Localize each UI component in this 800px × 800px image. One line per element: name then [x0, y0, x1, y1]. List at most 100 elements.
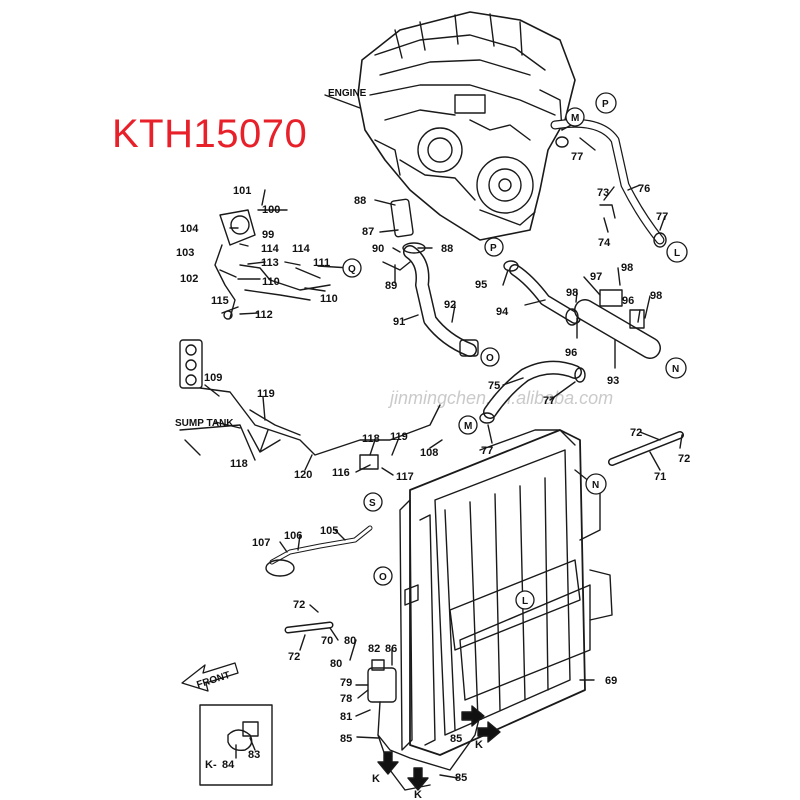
part-114b: 114 [292, 243, 311, 255]
part-109: 109 [204, 372, 222, 384]
part-85b: 85 [450, 733, 462, 745]
part-76: 76 [638, 183, 650, 195]
ref-marker-O-low: O [373, 566, 393, 586]
part-98c: 98 [650, 290, 662, 302]
svg-text:O: O [379, 572, 387, 583]
part-86: 86 [385, 643, 397, 655]
ref-K-dash: K- [205, 759, 217, 771]
svg-text:O: O [486, 353, 494, 364]
part-112: 112 [255, 309, 273, 321]
part-69: 69 [605, 675, 617, 687]
part-101: 101 [233, 185, 251, 197]
ref-marker-Q: Q [342, 258, 362, 278]
svg-text:Q: Q [348, 264, 356, 275]
part-107: 107 [252, 537, 270, 549]
svg-text:S: S [369, 498, 376, 509]
part-72b: 72 [678, 453, 690, 465]
part-74: 74 [598, 237, 611, 249]
part-72a: 72 [630, 427, 642, 439]
part-95: 95 [475, 279, 487, 291]
part-93: 93 [607, 375, 619, 387]
part-89: 89 [385, 280, 397, 292]
radiator-assembly [399, 429, 613, 756]
part-71: 71 [654, 471, 666, 483]
part-115: 115 [211, 295, 229, 307]
ref-marker-M-top: M [565, 107, 585, 127]
ref-K-d: K [414, 789, 422, 800]
part-102: 102 [180, 273, 198, 285]
ref-marker-O-mid: O [480, 347, 500, 367]
ref-K-b: K [475, 739, 483, 751]
part-80: 80 [344, 635, 356, 647]
part-85c: 85 [455, 772, 467, 784]
svg-text:N: N [672, 364, 679, 375]
part-87: 87 [362, 226, 374, 238]
part-77d: 77 [481, 445, 493, 457]
part-91: 91 [393, 316, 405, 328]
svg-text:P: P [602, 99, 609, 110]
part-80b: 80 [330, 658, 342, 670]
part-108: 108 [420, 447, 438, 459]
part-110b: 110 [320, 293, 338, 305]
ref-marker-N-mid: N [665, 357, 687, 379]
part-106: 106 [284, 530, 302, 542]
svg-text:L: L [674, 248, 680, 259]
front-label: FRONT [195, 670, 231, 691]
ref-marker-M-mid: M [458, 415, 478, 435]
part-70: 70 [321, 635, 333, 647]
ref-marker-P-mid: P [484, 237, 504, 257]
part-100: 100 [262, 204, 280, 216]
part-85a: 85 [340, 733, 352, 745]
ref-K-c: K [372, 773, 380, 785]
part-96b: 96 [565, 347, 577, 359]
part-77c: 77 [543, 395, 555, 407]
part-114a: 114 [261, 243, 280, 255]
detail-inset-box [199, 704, 273, 786]
ref-K-a: K [474, 711, 482, 723]
part-110a: 110 [262, 276, 280, 288]
svg-text:N: N [592, 480, 599, 491]
part-88b: 88 [441, 243, 453, 255]
part-72c: 72 [293, 599, 305, 611]
part-77b: 77 [656, 211, 668, 223]
part-92: 92 [444, 299, 456, 311]
part-113: 113 [261, 257, 279, 269]
part-117: 117 [396, 471, 414, 483]
part-104: 104 [180, 223, 199, 235]
sump-tank-label: SUMP TANK [175, 418, 234, 429]
ref-marker-N-low: N [585, 473, 607, 495]
diagram-title: KTH15070 [112, 112, 308, 156]
part-79: 79 [340, 677, 352, 689]
engine-illustration [357, 11, 576, 241]
part-118b: 118 [362, 433, 380, 445]
part-73: 73 [597, 187, 609, 199]
part-98b: 98 [566, 287, 578, 299]
part-97: 97 [590, 271, 602, 283]
part-81: 81 [340, 711, 352, 723]
part-118a: 118 [230, 458, 248, 470]
ref-marker-L-top: L [666, 241, 688, 263]
part-83: 83 [248, 749, 260, 761]
part-72d: 72 [288, 651, 300, 663]
part-75: 75 [488, 380, 500, 392]
part-99: 99 [262, 229, 274, 241]
ref-marker-P-top: P [595, 92, 617, 114]
engine-label: ENGINE [328, 88, 367, 99]
part-119b: 119 [390, 431, 408, 443]
part-116: 116 [332, 467, 350, 479]
part-119a: 119 [257, 388, 275, 400]
part-103: 103 [176, 247, 194, 259]
svg-text:P: P [490, 243, 497, 254]
svg-text:M: M [464, 421, 472, 432]
part-96a: 96 [622, 295, 634, 307]
part-78: 78 [340, 693, 352, 705]
part-82: 82 [368, 643, 380, 655]
part-84: 84 [222, 759, 235, 771]
part-90: 90 [372, 243, 384, 255]
ref-marker-L-low: L [515, 590, 535, 610]
front-arrow-icon [181, 662, 239, 692]
part-120: 120 [294, 469, 312, 481]
part-77a: 77 [571, 151, 583, 163]
